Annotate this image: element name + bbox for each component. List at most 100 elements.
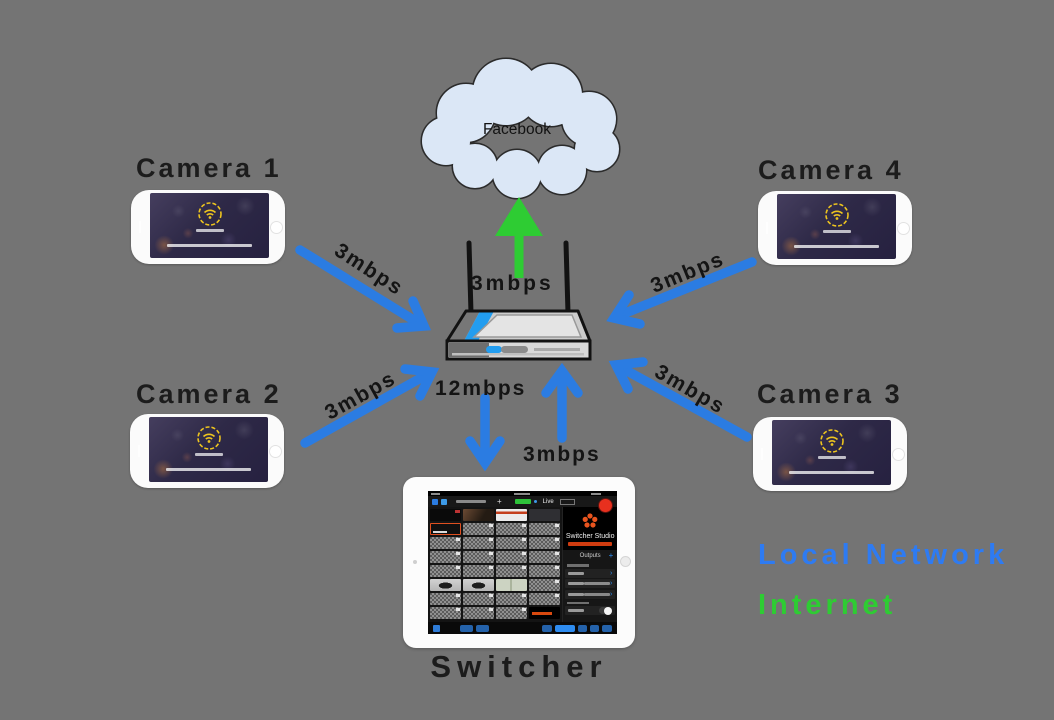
section-label [567, 564, 589, 567]
switcher-tablet: + Live [403, 477, 635, 648]
add-output-icon: + [608, 551, 614, 560]
chevron-right-icon: › [610, 580, 613, 587]
screen-caption-line [194, 453, 223, 456]
cloud-label: Facebook [482, 121, 552, 138]
camera1-phone [131, 190, 285, 264]
source-thumbnail [496, 607, 527, 619]
home-button-icon [892, 447, 905, 461]
source-thumbnail [529, 537, 560, 549]
live-label: Live [542, 498, 554, 505]
settings-row: › [565, 568, 616, 578]
screen-text-line [166, 244, 253, 247]
phone-speaker [761, 448, 763, 460]
source-thumbnail [463, 551, 494, 563]
source-thumbnail [430, 551, 461, 563]
toolbar-button-active [555, 624, 575, 632]
source-grid [428, 507, 562, 622]
record-button-icon [599, 499, 612, 512]
toggle-row [565, 606, 616, 615]
source-thumbnail [463, 579, 494, 591]
home-button-icon [270, 220, 283, 234]
camera4-label: Camera 4 [758, 155, 904, 185]
toolbar-button [578, 624, 587, 632]
camera4-phone [758, 191, 912, 265]
source-thumbnail [496, 593, 527, 605]
home-button-icon [269, 444, 282, 458]
screen-text-line [788, 471, 875, 474]
internet-arrow [495, 197, 543, 278]
arrow-camera3-to-router [608, 357, 752, 442]
yellow-wifi-circle-icon [824, 203, 849, 227]
toolbar-button [460, 624, 473, 632]
source-thumbnail [430, 537, 461, 549]
source-thumbnail [430, 523, 461, 535]
source-thumbnail [496, 523, 527, 535]
source-thumbnail [430, 593, 461, 605]
arrow-camera2-to-router [300, 364, 440, 448]
app-toolbar: + Live [428, 496, 617, 507]
switcher-label: Switcher [430, 649, 608, 684]
source-thumbnail [496, 537, 527, 549]
outputs-panel: Outputs + › › › [563, 550, 617, 622]
arrow-switcher-to-router [541, 362, 583, 443]
home-button-icon [897, 221, 910, 235]
grid-view-icon [433, 624, 440, 632]
section-label [567, 601, 589, 604]
source-thumbnail [430, 565, 461, 577]
toolbar-title [456, 500, 486, 503]
toolbar-button [590, 624, 599, 632]
toolbar-button [476, 624, 489, 632]
phone-screen [149, 417, 268, 482]
legend-local-network: Local Network [758, 539, 1009, 571]
screen-caption-line [822, 230, 851, 233]
camera3-phone [753, 417, 907, 491]
source-thumbnail [463, 593, 494, 605]
screen-caption-line [817, 456, 846, 459]
settings-row: › [565, 579, 616, 588]
camera1-label: Camera 1 [136, 153, 282, 183]
link-label-router-to-switcher: 12mbps [435, 377, 527, 400]
phone-speaker [139, 221, 141, 233]
link-label-switcher-to-router: 3mbps [523, 443, 601, 466]
source-thumbnail [529, 551, 560, 563]
source-thumbnail [496, 509, 527, 521]
bluetooth-icon [533, 500, 537, 503]
phone-speaker [138, 445, 140, 457]
source-thumbnail [529, 579, 560, 591]
source-thumbnail [430, 579, 461, 591]
source-thumbnail [529, 607, 560, 619]
camera2-label: Camera 2 [136, 379, 282, 409]
outputs-label: Outputs [579, 553, 601, 559]
source-thumbnail [529, 509, 560, 521]
wifi-router-icon [445, 240, 592, 361]
toggle-switch [599, 606, 613, 615]
legend-internet: Internet [758, 589, 897, 621]
source-thumbnail [463, 607, 494, 619]
toolbar-button [602, 624, 612, 632]
brand-tagline [568, 542, 613, 546]
source-thumbnail [529, 523, 560, 535]
phone-screen [777, 194, 896, 259]
camera3-label: Camera 3 [757, 379, 903, 409]
chevron-right-icon: › [610, 569, 613, 577]
menu-icon [432, 498, 438, 505]
screen-text-line [793, 245, 880, 248]
timer-box [559, 498, 575, 505]
screen-caption-line [195, 229, 224, 232]
yellow-wifi-circle-icon [196, 426, 221, 450]
brand-title: Switcher Studio [565, 533, 615, 540]
phone-screen [150, 193, 269, 258]
add-icon: + [497, 496, 502, 506]
source-thumbnail [496, 551, 527, 563]
source-thumbnail [430, 607, 461, 619]
source-thumbnail [496, 565, 527, 577]
toolbar-button [542, 624, 552, 632]
phone-screen [772, 420, 891, 485]
battery-indicator [514, 499, 531, 504]
source-thumbnail [463, 565, 494, 577]
bottom-toolbar [428, 622, 617, 634]
sources-icon [441, 498, 447, 505]
source-thumbnail [463, 523, 494, 535]
